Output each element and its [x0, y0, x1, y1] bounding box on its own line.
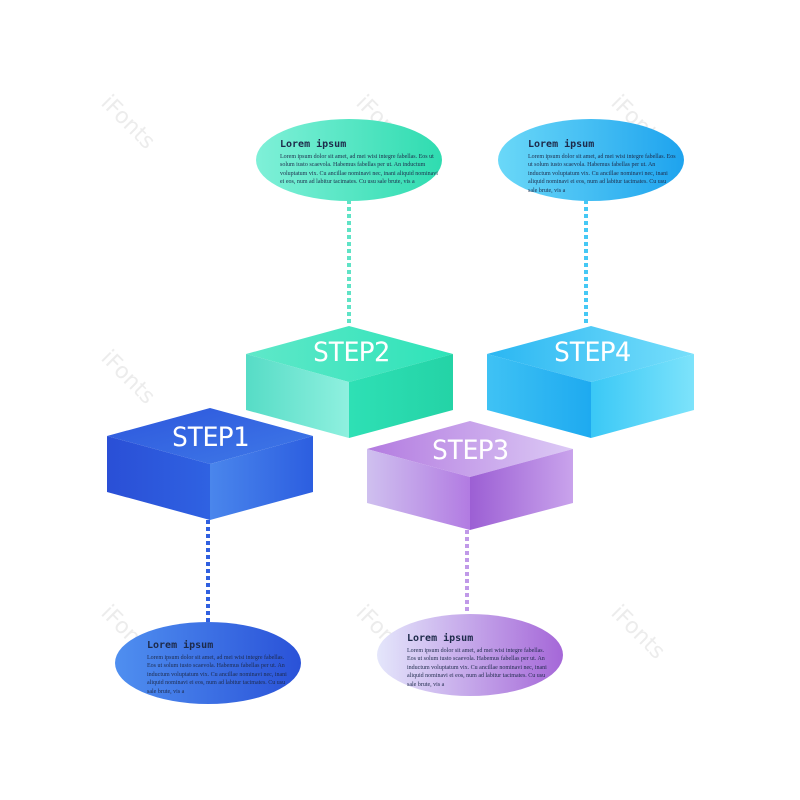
step3-block — [367, 421, 573, 530]
step2-body: Lorem ipsum dolor sit amet, ad mei wisi … — [280, 154, 438, 186]
step2-label: STEP2 — [312, 337, 390, 368]
step4-bubble — [498, 119, 684, 201]
step2-bubble — [256, 119, 442, 201]
step2-description: Lorem ipsum Lorem ipsum dolor sit amet, … — [280, 138, 440, 187]
step1-title: Lorem ipsum — [147, 640, 214, 651]
step1-description: Lorem ipsum Lorem ipsum dolor sit amet, … — [147, 639, 290, 696]
step1-label: STEP1 — [171, 422, 249, 453]
step1-bubble — [115, 622, 301, 704]
step3-label: STEP3 — [431, 435, 509, 466]
step2-block — [246, 326, 453, 438]
step2-title: Lorem ipsum — [280, 139, 347, 150]
step3-description: Lorem ipsum Lorem ipsum dolor sit amet, … — [407, 632, 552, 689]
step4-description: Lorem ipsum Lorem ipsum dolor sit amet, … — [528, 138, 676, 195]
step4-label: STEP4 — [553, 337, 631, 368]
step4-block — [487, 326, 694, 438]
step1-block — [107, 408, 313, 520]
step3-body: Lorem ipsum dolor sit amet, ad mei wisi … — [407, 648, 547, 688]
step4-body: Lorem ipsum dolor sit amet, ad mei wisi … — [528, 154, 676, 194]
step3-bubble — [377, 614, 563, 696]
step4-title: Lorem ipsum — [528, 139, 595, 150]
step1-body: Lorem ipsum dolor sit amet, ad mei wisi … — [147, 655, 287, 695]
step3-title: Lorem ipsum — [407, 633, 474, 644]
